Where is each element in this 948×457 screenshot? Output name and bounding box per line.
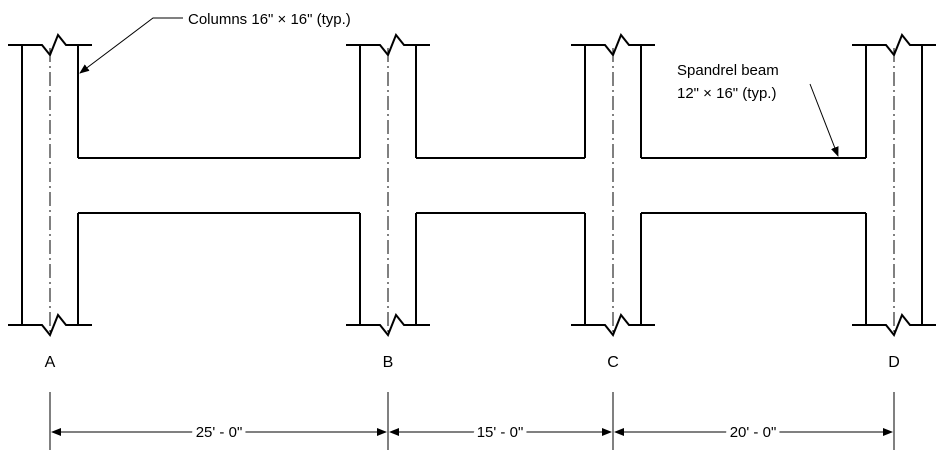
- spandrel-label-line1: Spandrel beam: [677, 62, 779, 79]
- columns-callout: Columns 16" × 16" (typ.): [79, 11, 351, 74]
- column-d: [852, 33, 936, 337]
- grid-label-a: A: [45, 354, 56, 371]
- columns-label: Columns 16" × 16" (typ.): [188, 11, 351, 28]
- spandrel-beam-bc: [416, 157, 585, 214]
- column-c: [571, 33, 655, 337]
- column-b: [346, 33, 430, 337]
- spandrel-callout: Spandrel beam 12" × 16" (typ.): [677, 62, 839, 157]
- spandrel-label-line2: 12" × 16" (typ.): [677, 85, 776, 102]
- dimension-span-bc: 15' - 0": [389, 420, 612, 445]
- dimension-extension-lines: [49, 392, 895, 450]
- grid-label-d: D: [888, 354, 900, 371]
- column-a: [8, 33, 92, 337]
- grid-label-c: C: [607, 354, 619, 371]
- span-label-ab: 25' - 0": [196, 424, 243, 441]
- grid-labels: A B C D: [45, 354, 900, 371]
- spandrel-beam-cd: [641, 157, 866, 214]
- dimension-span-ab: 25' - 0": [51, 420, 387, 445]
- span-label-bc: 15' - 0": [477, 424, 524, 441]
- span-label-cd: 20' - 0": [730, 424, 777, 441]
- grid-label-b: B: [383, 354, 394, 371]
- spandrel-beam-ab: [78, 157, 360, 214]
- dimension-span-cd: 20' - 0": [614, 420, 893, 445]
